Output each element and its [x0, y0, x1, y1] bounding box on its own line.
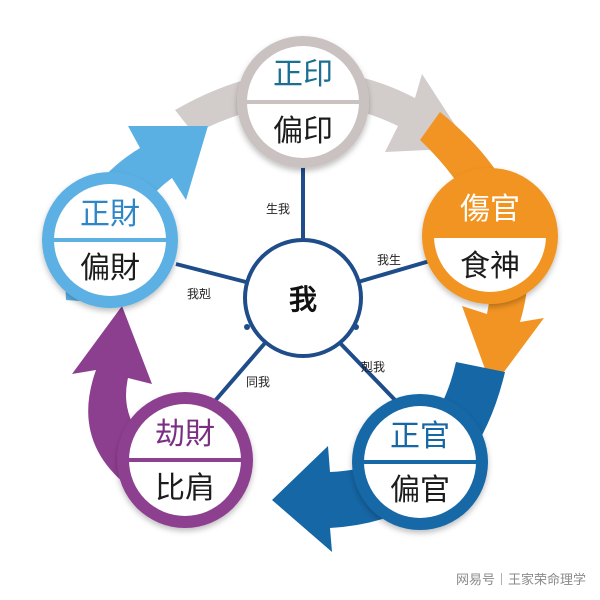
relation-label-br: 剋我: [361, 360, 385, 374]
center-dot-left: [244, 324, 250, 330]
relation-label-top: 生我: [266, 202, 290, 216]
watermark: 网易号王家荣命理学: [456, 569, 586, 588]
center-label: 我: [289, 283, 317, 316]
connector-right: [357, 256, 441, 284]
watermark-source: 网易号: [455, 573, 495, 588]
center-dot-right: [353, 324, 359, 330]
watermark-author: 王家荣命理学: [507, 573, 586, 588]
connector-br: [338, 341, 397, 402]
node-right-lower: 食神: [460, 249, 520, 284]
relation-label-bl: 同我: [246, 375, 270, 389]
node-left-lower: 偏財: [80, 251, 140, 286]
node-top-upper: 正印: [273, 57, 333, 92]
center-node: 我: [243, 238, 363, 358]
node-bl: [117, 392, 253, 528]
relation-label-right: 我生: [377, 253, 401, 267]
connector-lines: [175, 156, 441, 404]
node-bl-upper: 劫財: [155, 417, 215, 452]
connector-bl: [212, 341, 267, 404]
node-right-upper: 傷官: [460, 192, 520, 227]
node-left: [42, 172, 178, 308]
connector-left: [175, 262, 247, 284]
node-bl-lower: 比肩: [155, 471, 215, 506]
relation-label-left: 我剋: [187, 287, 211, 301]
node-right: [422, 168, 558, 304]
node-top-lower: 偏印: [273, 114, 333, 149]
node-left-upper: 正財: [80, 197, 140, 232]
node-br: [352, 394, 488, 530]
arrow-orange: [420, 112, 544, 388]
node-top: [237, 36, 369, 168]
node-br-upper: 正官: [390, 419, 450, 454]
watermark-separator: [500, 573, 502, 585]
node-br-lower: 偏官: [390, 473, 450, 508]
relation-labels: 生我 我生 剋我 同我 我剋: [187, 202, 401, 389]
arrow-purple: [72, 306, 226, 520]
